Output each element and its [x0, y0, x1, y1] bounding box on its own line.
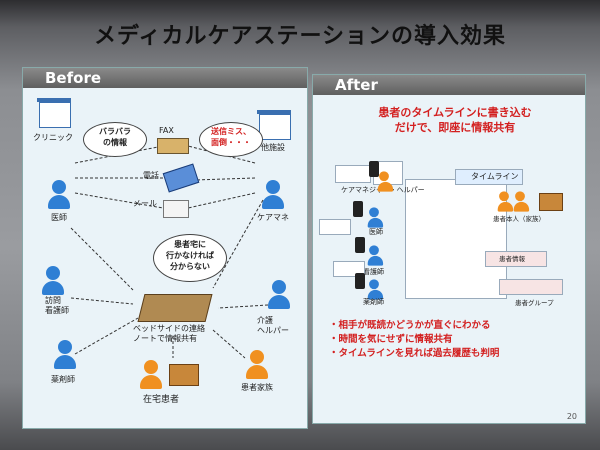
clinic-label: クリニック	[33, 133, 73, 142]
before-header: Before	[23, 68, 307, 88]
fax-label: FAX	[159, 126, 174, 135]
patient-info-label: 患者情報	[499, 255, 525, 263]
patient-label: 在宅患者	[143, 395, 180, 405]
after-pharmacist-label: 薬剤師	[363, 298, 384, 306]
phone-pharmacist-icon	[355, 273, 365, 289]
phone-top-icon	[369, 161, 379, 177]
nurse-label: 訪問看護師	[45, 296, 69, 315]
bubble-scattered-info: バラバラの情報	[83, 122, 147, 157]
house-icon	[169, 364, 199, 386]
mail-icon	[163, 200, 189, 218]
timeline-screen	[405, 179, 507, 299]
benefit-item: ・タイムラインを見れば過去履歴も判明	[329, 348, 500, 359]
before-panel: Before クリニック 他施設 バラバラの情報	[22, 67, 308, 429]
mail-label: メール	[133, 199, 157, 208]
before-arrows	[70, 145, 269, 359]
after-headline: 患者のタイムラインに書き込むだけで、即座に情報共有	[378, 106, 532, 134]
after-care-icon	[377, 171, 394, 192]
helper-icon	[267, 280, 291, 309]
fax-icon	[157, 138, 189, 154]
after-nurse-label: 看護師	[363, 268, 384, 276]
bubble-send-error: 送信ミス、面倒・・・	[199, 122, 263, 157]
after-doctor-icon	[367, 207, 384, 228]
family-icon	[245, 350, 269, 379]
after-doctor-label: 医師	[369, 228, 383, 236]
timeline-label: タイムライン	[471, 172, 519, 181]
patient-self-label: 患者本人（家族）	[493, 215, 545, 223]
after-nurse-icon	[367, 245, 384, 266]
timeline-screen-small	[455, 169, 523, 185]
nurse-icon	[41, 266, 65, 295]
notebook-icon	[137, 294, 213, 322]
care-manager-icon	[261, 180, 285, 209]
facility-label: 他施設	[261, 143, 285, 152]
doctor-icon	[47, 180, 71, 209]
clinic-building-icon	[37, 98, 71, 128]
facility-building-icon	[257, 110, 291, 140]
pharmacist-label: 薬剤師	[51, 375, 75, 384]
patient-icon	[139, 360, 163, 389]
patient-info-screen	[485, 251, 547, 267]
patient-group-screen	[499, 279, 563, 295]
after-patient-icon-2	[513, 191, 530, 212]
slide-title: メディカルケアステーションの導入効果	[93, 24, 507, 49]
helper-label: 介護ヘルパー	[257, 316, 289, 335]
family-label: 患者家族	[241, 383, 273, 392]
pharmacist-icon	[53, 340, 77, 369]
doctor-label: 医師	[51, 213, 67, 222]
bubble-visit-required: 患者宅に行かなければ分からない	[153, 234, 227, 282]
phone-label: 電話	[143, 171, 159, 180]
care-manager-label: ケアマネ	[257, 213, 289, 222]
screen-mid-left	[319, 219, 351, 235]
notebook-label: ベッドサイドの連絡ノートで情報共有	[133, 324, 205, 343]
after-house-icon	[539, 193, 563, 211]
after-pharmacist-icon	[367, 279, 384, 300]
phone-doctor-icon	[353, 201, 363, 217]
phone-nurse-icon	[355, 237, 365, 253]
after-patient-icon-1	[497, 191, 514, 212]
screen-top-left	[335, 165, 371, 183]
benefit-item: ・相手が既読かどうかが直ぐにわかる	[329, 320, 491, 331]
benefit-list: ・相手が既読かどうかが直ぐにわかる ・時間を気にせずに情報共有 ・タイムラインを…	[329, 319, 499, 361]
benefit-item: ・時間を気にせずに情報共有	[329, 334, 453, 345]
page-number: 20	[566, 412, 577, 421]
after-header: After	[313, 75, 585, 95]
patient-group-label: 患者グループ	[515, 299, 554, 307]
